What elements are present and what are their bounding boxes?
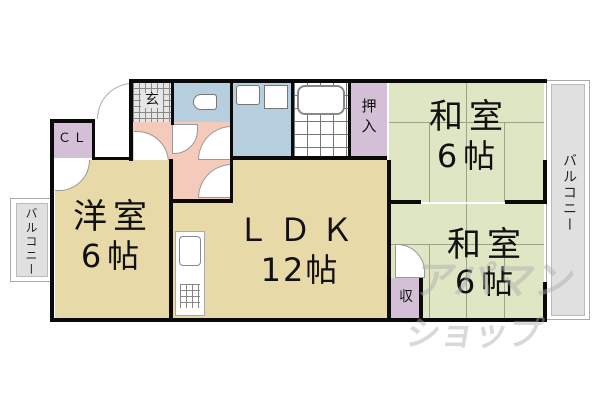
entry-door-swing: [97, 83, 133, 119]
notch-white: [93, 122, 131, 158]
wall: [92, 157, 132, 160]
japanese-room-2-size: 6帖: [454, 263, 520, 301]
balcony-right: バルコニー: [546, 80, 590, 320]
japanese-room-1: 和室 6帖: [389, 82, 544, 202]
wall: [92, 119, 95, 160]
wall: [129, 79, 390, 83]
wall: [233, 156, 387, 160]
stove-icon: [180, 284, 200, 308]
japanese-room-2: 和室 6帖: [389, 204, 544, 318]
entrance-label: 玄: [141, 93, 163, 108]
ldk-room: [173, 202, 387, 318]
wall: [169, 199, 233, 203]
storage-label: 収: [399, 289, 413, 305]
closet-cl: ＣＬ: [53, 122, 93, 158]
washing-machine-icon: [264, 85, 288, 109]
wall: [50, 318, 547, 322]
balcony-left: バルコニー: [10, 198, 52, 282]
western-room-name: 洋室: [73, 197, 153, 237]
wall: [230, 79, 233, 203]
oshiire-closet: 押入: [351, 82, 387, 156]
wall: [291, 79, 294, 158]
washroom: [233, 82, 291, 158]
closet-label: ＣＬ: [57, 131, 88, 146]
western-room-size: 6帖: [80, 237, 146, 275]
sink-icon: [236, 85, 260, 105]
door-swing-closet: [55, 160, 90, 191]
wall: [505, 200, 547, 204]
entrance-genkan: 玄: [133, 82, 171, 122]
wall: [50, 119, 54, 322]
wall: [543, 160, 547, 204]
watermark-line1: アパマン: [411, 258, 579, 304]
storage-closet: 収: [391, 278, 421, 318]
wall: [348, 79, 351, 158]
wall: [419, 278, 423, 322]
wall: [543, 282, 547, 322]
oshiire-label: 押入: [361, 97, 377, 135]
western-room: 洋室 6帖: [55, 160, 171, 318]
wall: [129, 79, 133, 161]
kitchen-counter: [175, 231, 205, 316]
watermark-line2: ショップ: [402, 314, 546, 354]
japanese-room-1-name: 和室: [429, 97, 509, 137]
wall: [169, 159, 173, 322]
bathtub-icon: [297, 85, 345, 115]
wall: [387, 200, 421, 204]
kitchen-sink-icon: [179, 236, 201, 266]
wall: [387, 79, 547, 83]
wall: [387, 160, 391, 322]
ldk-size: 12帖: [260, 251, 340, 289]
wall: [50, 119, 94, 123]
wall: [171, 79, 174, 125]
toilet-room: [171, 82, 230, 122]
ldk-name: ＬＤＫ: [236, 211, 363, 249]
balcony-right-label: バルコニー: [561, 153, 577, 233]
balcony-left-label: バルコニー: [24, 207, 38, 277]
toilet-icon: [193, 94, 217, 110]
watermark-logo: アパマン ショップ: [403, 248, 581, 355]
japanese-room-2-name: 和室: [447, 225, 527, 265]
ldk-room-upper: [233, 158, 387, 204]
bathroom: [294, 82, 348, 156]
japanese-room-1-size: 6帖: [436, 137, 502, 175]
